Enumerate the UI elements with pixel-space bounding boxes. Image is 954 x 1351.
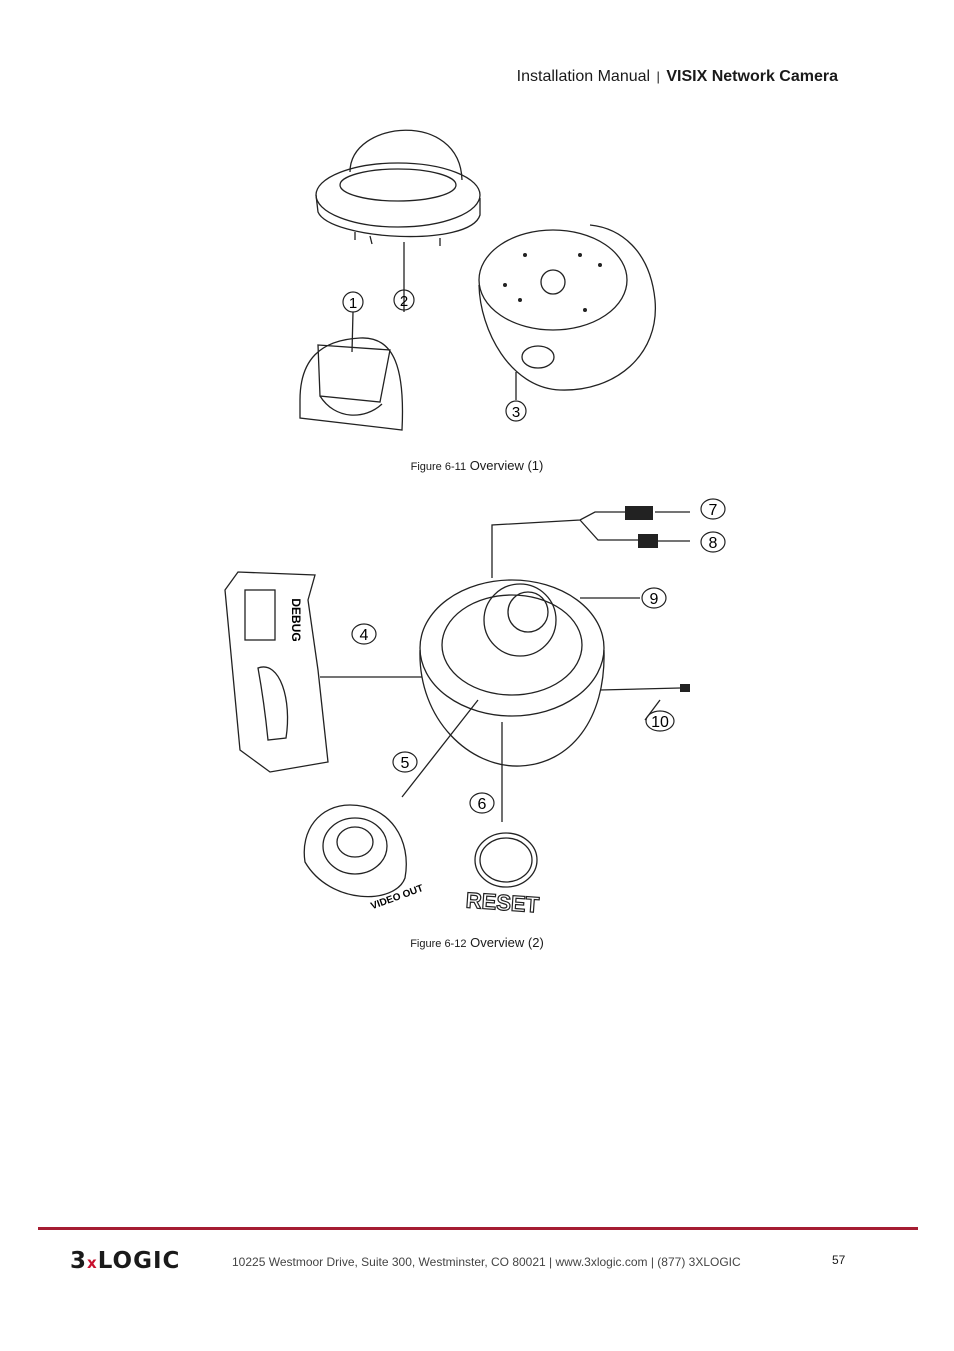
callout-10: 10 bbox=[651, 714, 669, 731]
product-name: VISIX Network Camera bbox=[666, 68, 838, 85]
logo-x: x bbox=[87, 1254, 98, 1272]
figure-1-number: Figure 6-11 bbox=[410, 461, 467, 473]
callout-9: 9 bbox=[650, 591, 659, 608]
figure-overview-1: 1 2 3 bbox=[299, 129, 656, 431]
logo-digit: 3 bbox=[70, 1248, 88, 1274]
logo-text: LOGIC bbox=[97, 1248, 181, 1274]
figure-1-caption: Figure 6-11 Overview (1) bbox=[0, 458, 954, 473]
figure-2-number: Figure 6-12 bbox=[410, 938, 467, 950]
callout-1: 1 bbox=[349, 295, 357, 312]
figure-2-caption: Figure 6-12 Overview (2) bbox=[0, 935, 954, 950]
figure-overview-2: 4 5 6 7 8 9 10 DEBUG VIDEO OUT RESET bbox=[224, 498, 726, 918]
figure-2-title: Overview (2) bbox=[470, 935, 544, 950]
footer-divider bbox=[38, 1227, 918, 1230]
doc-type: Installation Manual bbox=[516, 68, 651, 85]
company-logo: 3xLOGIC bbox=[70, 1248, 180, 1274]
callout-8: 8 bbox=[709, 535, 718, 552]
footer-address: 10225 Westmoor Drive, Suite 300, Westmin… bbox=[232, 1255, 741, 1269]
callout-7: 7 bbox=[709, 502, 718, 519]
page-header: Installation Manual | VISIX Network Came… bbox=[517, 68, 838, 86]
reset-label: RESET bbox=[465, 887, 540, 917]
callout-6: 6 bbox=[478, 796, 487, 813]
figure-1-title: Overview (1) bbox=[469, 458, 544, 473]
callout-4: 4 bbox=[360, 627, 369, 644]
callout-3: 3 bbox=[512, 404, 520, 421]
callout-2: 2 bbox=[400, 293, 408, 310]
header-separator: | bbox=[656, 69, 660, 84]
video-out-label: VIDEO OUT bbox=[369, 883, 424, 912]
callout-5: 5 bbox=[401, 755, 410, 772]
debug-label: DEBUG bbox=[289, 598, 303, 641]
page-number: 57 bbox=[832, 1253, 846, 1267]
